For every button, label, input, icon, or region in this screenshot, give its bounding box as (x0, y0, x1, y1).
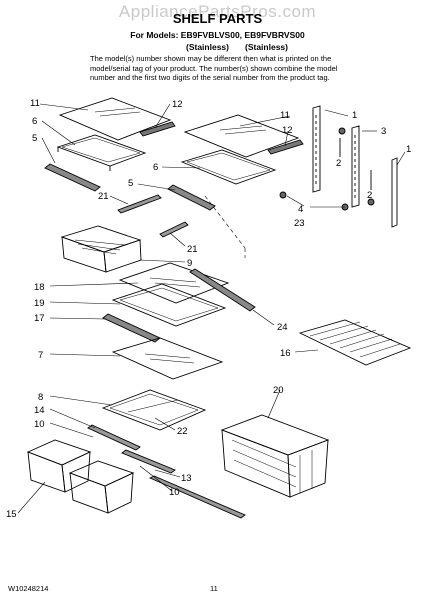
callout-20: 20 (273, 385, 284, 396)
screws (279, 127, 375, 211)
callout-3: 3 (381, 126, 386, 137)
callout-10-top: 10 (34, 419, 45, 430)
leader-lines (17, 103, 406, 514)
callout-12-right: 12 (282, 125, 293, 136)
callout-11-left: 11 (30, 98, 40, 109)
lower-glass-shelf (111, 337, 224, 380)
callout-2-left: 2 (336, 158, 341, 169)
callout-6-left: 6 (32, 116, 37, 127)
callout-9: 9 (187, 258, 192, 269)
finish-label-1: (Stainless) (186, 42, 229, 52)
callout-13: 13 (181, 473, 192, 484)
callout-17: 17 (34, 313, 45, 324)
rail-right (391, 157, 398, 228)
page-number: 11 (210, 584, 218, 593)
callout-numbers: 11 12 6 5 11 12 6 5 1 3 1 2 2 4 23 21 21… (6, 98, 411, 520)
callout-16: 16 (280, 348, 291, 359)
models-line: For Models: EB9FVBLVS00, EB9FVBRVS00 (130, 30, 305, 40)
right-trim-strip (267, 139, 304, 155)
callout-6-right: 6 (153, 162, 158, 173)
left-shelf-frame (56, 134, 147, 171)
callout-5-right: 5 (128, 178, 133, 189)
callout-2-right: 2 (367, 190, 372, 201)
left-front-trim (44, 163, 101, 192)
page-title: SHELF PARTS (172, 11, 263, 26)
callout-1-right: 1 (406, 144, 411, 155)
wire-shelf (298, 319, 412, 366)
crisper-bin-right (68, 460, 135, 514)
callout-24: 24 (277, 322, 288, 333)
callout-18: 18 (34, 282, 45, 293)
callout-5-left: 5 (32, 133, 37, 144)
finish-label-2: (Stainless) (245, 42, 288, 52)
callout-22: 22 (177, 426, 188, 437)
callout-21-top: 21 (98, 191, 109, 202)
lower-slides (87, 424, 246, 519)
callout-4: 4 (298, 204, 303, 215)
callout-10-bottom: 10 (169, 487, 180, 498)
rail-middle (351, 125, 360, 208)
callout-11-right: 11 (280, 110, 290, 121)
left-trim-strip (139, 121, 176, 137)
model-note: The model(s) number shown may be differe… (90, 54, 338, 82)
right-shelf-frame (180, 149, 277, 185)
middle-shelf-frame (111, 283, 227, 327)
watermark: AppliancePartsPros.com (118, 2, 317, 21)
document-code: W10248214 (8, 584, 49, 593)
callout-1-top: 1 (352, 110, 357, 121)
callout-8: 8 (38, 392, 43, 403)
crisper-bin-left (26, 439, 92, 493)
rail-left (312, 105, 321, 193)
right-glass-shelf (183, 114, 300, 158)
callout-14: 14 (34, 405, 45, 416)
rear-trim-24 (189, 268, 256, 312)
callout-21-bottom: 21 (187, 244, 198, 255)
left-glass-shelf (58, 97, 172, 141)
right-front-trim (167, 184, 216, 211)
callout-7: 7 (38, 350, 43, 361)
crisper-cover-frame (101, 389, 207, 431)
callout-12-left: 12 (172, 99, 183, 110)
callout-15: 15 (6, 509, 17, 520)
wire-basket (220, 414, 330, 498)
middle-front-trim (102, 313, 161, 343)
crisper-pan (60, 225, 142, 273)
slide-rails (117, 194, 189, 238)
callout-23: 23 (294, 218, 305, 229)
callout-19: 19 (34, 298, 45, 309)
dashed-guides (204, 195, 246, 258)
middle-glass-shelf (118, 262, 230, 304)
